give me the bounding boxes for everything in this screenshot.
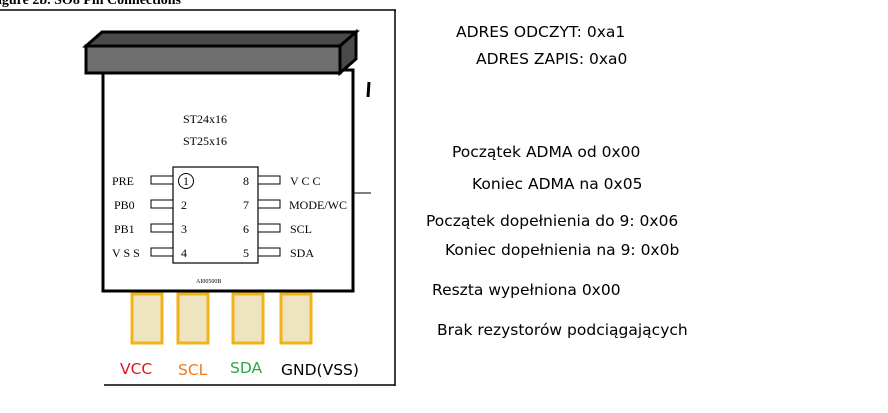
pin-label-sda: SDA xyxy=(290,246,314,260)
pin-label-scl: SCL xyxy=(290,222,312,236)
chip-name-st24: ST24x16 xyxy=(183,112,227,126)
pin-number-6: 6 xyxy=(243,222,249,236)
connector-pin-gnd xyxy=(279,292,313,345)
pin-stub-7 xyxy=(257,199,281,209)
connector-pin-sda xyxy=(231,292,265,345)
note-poczatek-adma: Początek ADMA od 0x00 xyxy=(452,143,641,161)
pin-number-8: 8 xyxy=(243,174,249,188)
connector-label-sda: SDA xyxy=(230,359,263,377)
header-front-face xyxy=(84,44,342,75)
pin-label-vcc: V C C xyxy=(290,174,320,188)
note-adres-zapis: ADRES ZAPIS: 0xa0 xyxy=(476,50,628,68)
edge-tick-mark xyxy=(366,81,371,98)
pin-label-pb1: PB1 xyxy=(114,222,135,236)
pin-stub-5 xyxy=(257,247,281,257)
package-code: AI00500B xyxy=(196,279,221,285)
pin-stub-1 xyxy=(150,175,174,185)
pin-number-2: 2 xyxy=(181,198,187,212)
note-adres-odczyt: ADRES ODCZYT: 0xa1 xyxy=(456,23,626,41)
note-koniec-adma: Koniec ADMA na 0x05 xyxy=(472,175,643,193)
pin-number-4: 4 xyxy=(181,246,187,260)
header-top-face xyxy=(82,30,360,48)
pin-stub-2 xyxy=(150,199,174,209)
connector-label-vcc: VCC xyxy=(120,360,152,378)
pin-number-1: 1 xyxy=(183,174,189,188)
so8-chip-body xyxy=(172,166,259,264)
pin-number-7: 7 xyxy=(243,198,249,212)
note-koniec-dopelnienia: Koniec dopełnienia na 9: 0x0b xyxy=(445,241,680,259)
pin1-indicator-circle xyxy=(178,173,194,189)
pin-number-5: 5 xyxy=(243,246,249,260)
pin-label-vss: V S S xyxy=(112,246,140,260)
connector-label-gnd: GND(VSS) xyxy=(281,361,359,379)
pin-stub-4 xyxy=(150,247,174,257)
pin-label-pre: PRE xyxy=(112,174,134,188)
pin-stub-3 xyxy=(150,223,174,233)
connector-pin-scl xyxy=(176,292,210,345)
note-poczatek-dopelnienia: Początek dopełnienia do 9: 0x06 xyxy=(426,212,679,230)
connector-label-scl: SCL xyxy=(178,361,208,379)
figure-caption: igure 2b. SO8 Pin Connections xyxy=(0,0,181,8)
pin-stub-6 xyxy=(257,223,281,233)
connector-pin-vcc xyxy=(130,292,164,345)
pin-label-pb0: PB0 xyxy=(114,198,135,212)
pin-number-3: 3 xyxy=(181,222,187,236)
pin-label-mode-wc: MODE/WC xyxy=(289,198,347,212)
pin-stub-8 xyxy=(257,175,281,185)
chip-name-st25: ST25x16 xyxy=(183,134,227,148)
note-reszta: Reszta wypełniona 0x00 xyxy=(432,281,621,299)
note-brak-rezystorow: Brak rezystorów podciągających xyxy=(437,321,688,339)
